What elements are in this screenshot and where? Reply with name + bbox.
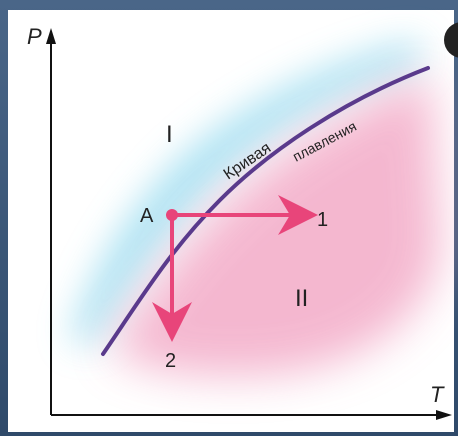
x-axis-arrowhead — [436, 410, 452, 420]
corner-circle-icon — [444, 22, 458, 58]
y-axis-label: P — [27, 24, 42, 49]
melting-curve — [101, 66, 430, 356]
y-axis-arrowhead — [46, 28, 56, 44]
arrow-2-label: 2 — [165, 350, 176, 372]
point-a-marker — [166, 209, 178, 221]
region-solid-shade — [70, 40, 420, 345]
region-i-label: I — [166, 121, 173, 148]
x-axis-label: T — [430, 382, 445, 407]
point-a-label: A — [140, 205, 154, 227]
region-liquid-shade — [110, 75, 440, 376]
arrow-1-label: 1 — [317, 209, 328, 231]
region-ii-label: II — [295, 285, 308, 312]
